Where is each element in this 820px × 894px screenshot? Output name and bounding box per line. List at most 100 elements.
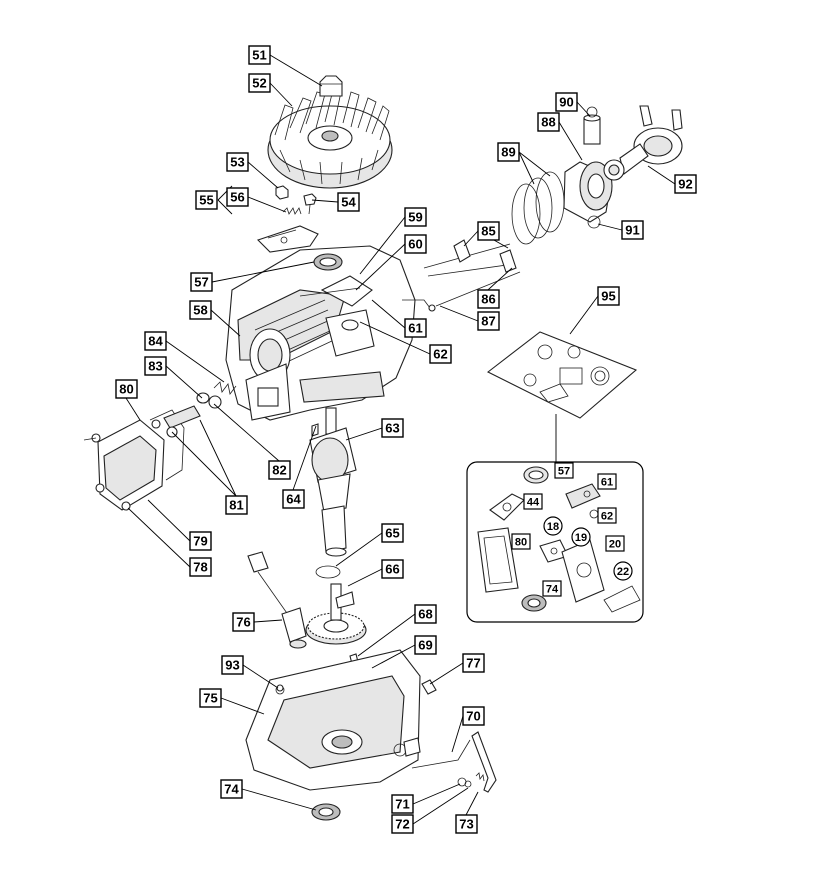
callout-text-3: 54	[341, 195, 356, 210]
kit-label-0: 57	[554, 462, 574, 479]
kit-label-4: 18	[543, 516, 563, 536]
callout-text-6: 57	[194, 275, 208, 290]
leader-line	[165, 340, 225, 383]
callout-text-33: 85	[481, 224, 495, 239]
callout-text-42: 95	[601, 289, 615, 304]
leader-line	[412, 787, 469, 825]
piston-pin	[583, 114, 601, 145]
callout-label-11: 62	[429, 344, 452, 364]
leader-line	[359, 321, 431, 355]
leader-line	[311, 199, 339, 203]
kit-label-text-2: 44	[527, 496, 540, 508]
kit-label-text-7: 20	[609, 538, 621, 550]
kit-label-text-8: 22	[617, 566, 629, 578]
leader-line	[465, 791, 479, 816]
leader-line	[199, 419, 237, 497]
callout-text-17: 69	[418, 638, 432, 653]
leader-line	[359, 216, 406, 275]
kit-label-6: 80	[511, 533, 531, 550]
callout-text-25: 77	[466, 656, 480, 671]
callout-label-39: 91	[621, 220, 644, 240]
kit-label-text-4: 18	[547, 521, 559, 533]
kit-label-7: 20	[605, 535, 625, 552]
leader-line	[292, 425, 317, 491]
kit-label-text-0: 57	[558, 465, 570, 477]
callout-label-30: 82	[268, 460, 291, 480]
callout-label-6: 57	[190, 272, 213, 292]
callout-label-5: 56	[226, 187, 249, 207]
callout-label-24: 76	[232, 612, 255, 632]
callout-label-36: 88	[537, 112, 560, 132]
leader-line	[451, 715, 464, 753]
callout-text-28: 80	[119, 382, 133, 397]
leader-line	[247, 161, 279, 189]
callout-label-32: 84	[144, 331, 167, 351]
callout-text-21: 73	[459, 817, 473, 832]
callout-label-16: 68	[414, 604, 437, 624]
callout-label-8: 59	[404, 207, 427, 227]
callout-label-28: 80	[115, 379, 138, 399]
kit-label-3: 62	[597, 507, 617, 524]
callout-text-13: 64	[286, 492, 301, 507]
leader-line	[597, 223, 623, 231]
gasket-kit-bag	[486, 331, 638, 419]
camshaft-gear	[305, 583, 367, 645]
leader-line	[241, 788, 317, 811]
callout-label-37: 89	[497, 142, 520, 162]
kit-label-8: 22	[613, 561, 633, 581]
callout-text-19: 71	[395, 797, 409, 812]
callout-label-1: 52	[248, 73, 271, 93]
valve-cover	[83, 419, 165, 511]
leader-line	[127, 507, 191, 568]
callout-label-38: 90	[555, 92, 578, 112]
leader-line	[242, 664, 279, 689]
engine-block	[225, 245, 431, 421]
callout-text-8: 59	[408, 210, 422, 225]
leader-line	[576, 101, 591, 117]
callout-text-23: 75	[203, 691, 217, 706]
kit-label-9: 74	[542, 580, 562, 597]
callout-text-4: 55	[199, 193, 213, 208]
leader-line	[569, 295, 599, 335]
callout-label-0: 51	[248, 45, 271, 65]
valves	[423, 239, 521, 312]
leader-line	[210, 309, 241, 337]
callout-text-37: 89	[501, 145, 515, 160]
leader-line	[429, 662, 464, 685]
leader-line	[355, 243, 406, 291]
rocker-parts	[163, 381, 237, 438]
spring-56	[282, 207, 302, 215]
callout-label-26: 78	[189, 557, 212, 577]
screw-53	[275, 185, 289, 200]
dipstick	[247, 551, 307, 649]
leader-line	[269, 82, 293, 107]
leader-line	[269, 54, 323, 87]
callout-text-40: 92	[678, 177, 692, 192]
callout-label-14: 65	[381, 523, 404, 543]
callout-text-14: 65	[385, 526, 399, 541]
callout-text-18: 70	[466, 709, 480, 724]
callout-text-7: 58	[193, 303, 207, 318]
callout-text-20: 72	[395, 817, 409, 832]
callout-text-2: 53	[230, 155, 244, 170]
callout-label-33: 85	[477, 221, 500, 241]
crankcase-cover	[245, 649, 421, 791]
callout-label-41: 93	[221, 655, 244, 675]
callout-text-38: 90	[559, 95, 573, 110]
oil-seal-74	[311, 803, 341, 821]
callout-text-24: 76	[236, 615, 250, 630]
callout-text-1: 52	[252, 76, 266, 91]
callout-label-31: 83	[144, 356, 167, 376]
callout-label-34: 86	[477, 289, 500, 309]
leader-line	[439, 305, 479, 322]
callout-text-30: 82	[272, 463, 286, 478]
callout-label-15: 66	[381, 559, 404, 579]
kit-label-text-3: 62	[601, 510, 613, 522]
callout-label-17: 69	[414, 635, 437, 655]
kit-label-text-5: 19	[575, 532, 587, 544]
kit-label-text-6: 80	[515, 536, 527, 548]
kit-label-text-1: 61	[601, 476, 613, 488]
flywheel-nut	[319, 75, 343, 97]
leader-line	[518, 151, 535, 185]
callout-label-21: 73	[455, 814, 478, 834]
